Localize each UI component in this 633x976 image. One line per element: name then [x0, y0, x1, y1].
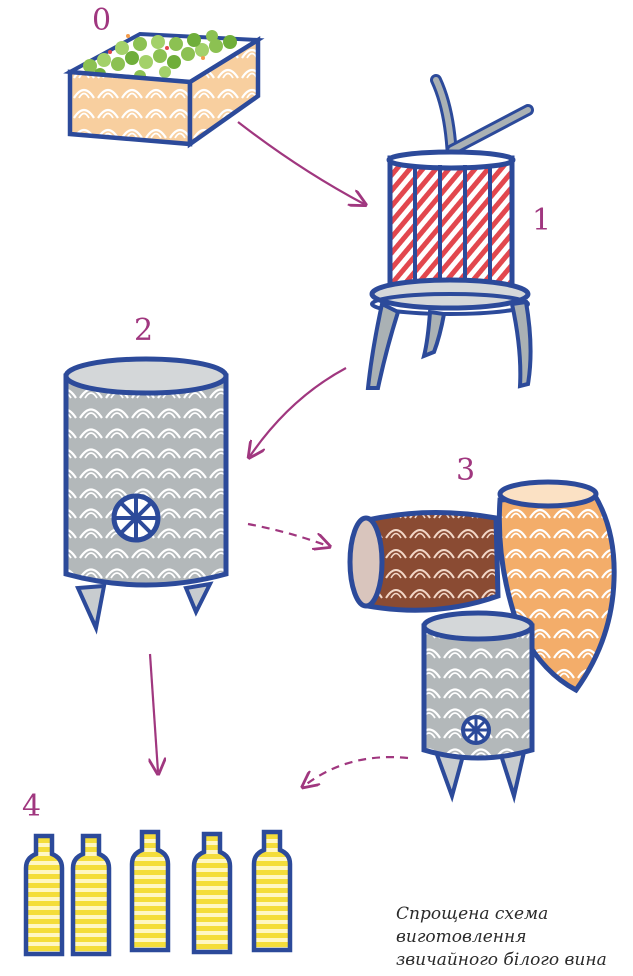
bottle [251, 829, 293, 953]
step-number-4: 4 [22, 789, 42, 824]
arrow-2-to-4 [150, 653, 158, 772]
small-tank-valve-icon [461, 715, 491, 745]
arrow-2-to-3 [247, 522, 328, 546]
caption-line-3: звичайного білого вина [396, 950, 607, 970]
fermentation-vessels [347, 479, 617, 804]
arrow-0-to-1 [237, 121, 364, 204]
bottle [191, 831, 233, 955]
small-steel-tank [421, 610, 535, 804]
bottles [23, 829, 293, 957]
grapes-cluster [83, 30, 237, 82]
caption-line-1: Спрощена схема [396, 904, 549, 924]
wine-press [365, 74, 534, 390]
bottle [70, 833, 112, 957]
arrow-1-to-2 [250, 367, 347, 456]
settling-tank [63, 356, 229, 635]
bottle [129, 829, 171, 953]
process-arrows [150, 121, 409, 786]
arrow-3-to-4 [304, 756, 409, 786]
step-number-2: 2 [134, 313, 154, 348]
bottle [23, 833, 65, 957]
oak-barrel [347, 510, 501, 613]
step-number-3: 3 [456, 453, 476, 488]
step-number-1: 1 [532, 203, 552, 238]
step-number-0: 0 [92, 3, 112, 38]
caption-line-2: виготовлення [396, 927, 527, 947]
tank-valve-icon [111, 493, 161, 543]
diagram-caption: Спрощена схема виготовлення звичайного б… [396, 903, 633, 972]
grape-crate [63, 30, 265, 149]
